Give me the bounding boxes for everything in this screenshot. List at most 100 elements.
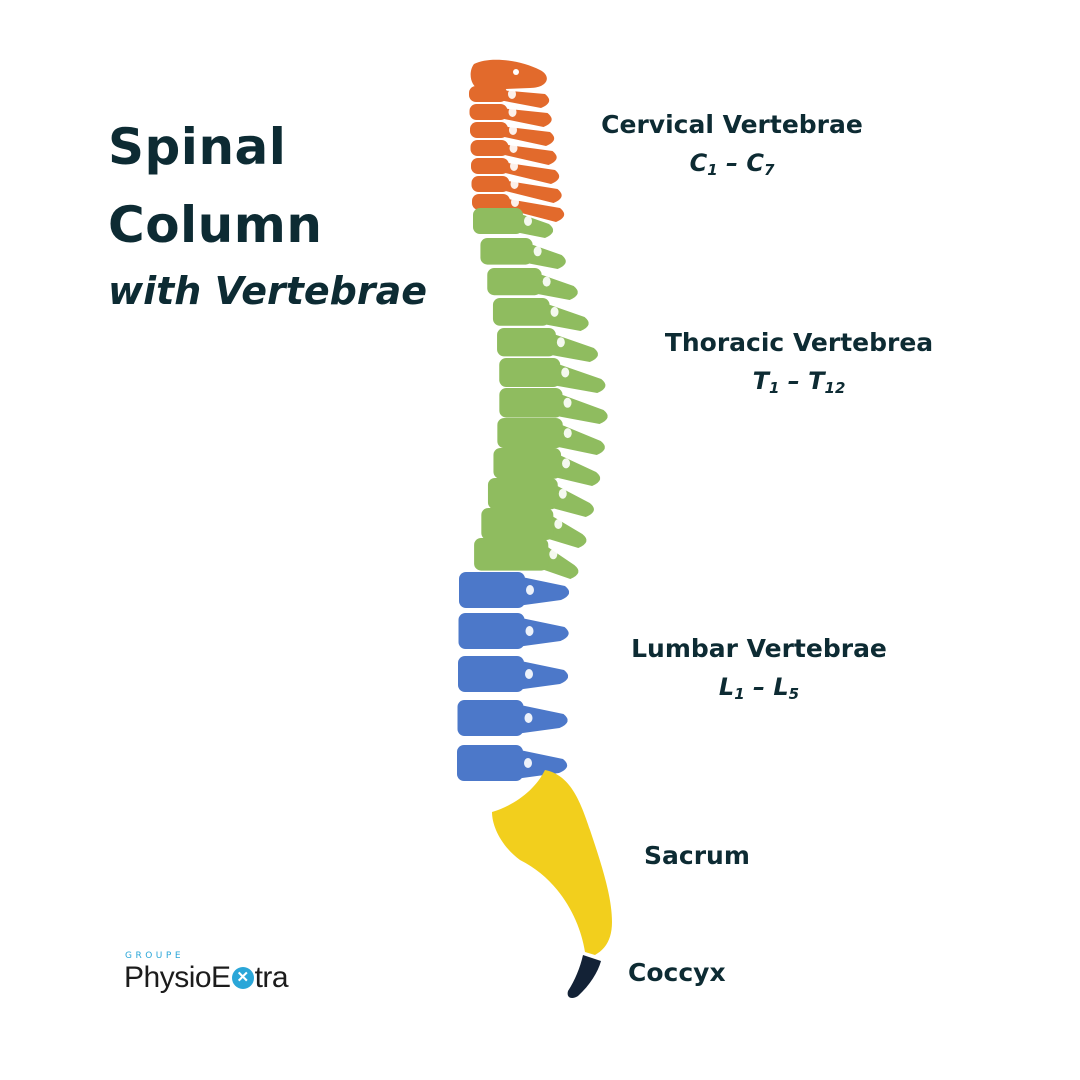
label-lumbar: Lumbar Vertebrae L1 – L5 bbox=[628, 634, 890, 709]
title-line-2: Column bbox=[108, 196, 323, 254]
vertebra-foramen bbox=[556, 337, 565, 348]
region-name: Sacrum bbox=[644, 841, 750, 870]
vertebra-process bbox=[516, 617, 569, 647]
vertebra-body bbox=[470, 140, 509, 156]
logo-brand: PhysioE✕tra bbox=[124, 961, 289, 994]
thoracic-vertebra bbox=[499, 358, 606, 393]
x-circle-icon: ✕ bbox=[231, 967, 254, 989]
vertebra-body bbox=[469, 86, 507, 102]
vertebra-foramen bbox=[550, 306, 559, 317]
vertebra-body bbox=[469, 104, 508, 120]
vertebra-body bbox=[497, 418, 563, 449]
vertebra-process bbox=[515, 704, 568, 734]
vertebra-process bbox=[500, 126, 555, 146]
lumbar-vertebra bbox=[457, 745, 568, 781]
cervical-vertebra bbox=[471, 158, 560, 184]
vertebra-process bbox=[515, 749, 568, 779]
vertebra-body bbox=[471, 158, 509, 174]
region-name: Thoracic Vertebrea bbox=[664, 328, 934, 357]
cervical-vertebra bbox=[472, 194, 565, 222]
thoracic-vertebra bbox=[499, 388, 608, 424]
vertebra-foramen bbox=[509, 143, 518, 153]
cervical-vertebra bbox=[469, 86, 550, 108]
lumbar-section bbox=[457, 572, 570, 781]
logo-brand-part2: tra bbox=[254, 961, 289, 994]
vertebra-foramen bbox=[526, 585, 534, 595]
atlas-shape bbox=[470, 59, 547, 90]
vertebra-foramen bbox=[525, 669, 533, 679]
logo-brand-part1: PhysioE bbox=[124, 961, 231, 994]
vertebra-body bbox=[492, 298, 550, 326]
thoracic-vertebra bbox=[487, 478, 594, 517]
vertebra-body bbox=[480, 238, 533, 265]
vertebra-process bbox=[500, 144, 557, 165]
region-range: C1 – C7 bbox=[689, 149, 775, 179]
label-thoracic: Thoracic Vertebrea T1 – T12 bbox=[660, 328, 938, 403]
label-sacrum: Sacrum bbox=[644, 841, 750, 871]
vertebra-foramen bbox=[524, 758, 532, 768]
title-line-1: Spinal bbox=[108, 118, 287, 176]
vertebra-foramen bbox=[558, 488, 567, 499]
vertebra-foramen bbox=[549, 549, 558, 560]
vertebra-foramen bbox=[562, 458, 571, 469]
vertebra-process bbox=[540, 542, 579, 579]
physioextra-logo: GROUPE PhysioE✕tra bbox=[124, 950, 289, 994]
label-cervical: Cervical Vertebrae C1 – C7 bbox=[596, 110, 868, 185]
vertebra-body bbox=[472, 194, 510, 210]
cervical-vertebra bbox=[469, 104, 552, 127]
thoracic-vertebra bbox=[480, 238, 566, 269]
vertebra-body bbox=[459, 572, 525, 608]
vertebra-process bbox=[517, 576, 570, 606]
vertebra-foramen bbox=[554, 519, 563, 529]
atlas-foramen bbox=[513, 69, 519, 75]
title-block: Spinal Column with Vertebrae bbox=[108, 108, 427, 316]
vertebra-foramen bbox=[511, 197, 519, 207]
logo-groupe-text: GROUPE bbox=[125, 951, 185, 961]
vertebra-body bbox=[499, 388, 563, 418]
vertebra-body bbox=[497, 328, 556, 357]
cervical-vertebra bbox=[470, 122, 555, 146]
lumbar-vertebra bbox=[458, 613, 569, 649]
vertebra-foramen bbox=[524, 216, 532, 226]
vertebra-body bbox=[493, 448, 562, 479]
lumbar-vertebra bbox=[459, 572, 570, 608]
thoracic-vertebra bbox=[487, 268, 578, 300]
vertebra-body bbox=[473, 208, 523, 234]
coccyx-shape bbox=[567, 955, 601, 999]
vertebra-foramen bbox=[533, 246, 542, 257]
vertebra-body bbox=[457, 745, 523, 781]
vertebra-body bbox=[481, 508, 554, 540]
lumbar-vertebra bbox=[458, 656, 569, 692]
thoracic-vertebra bbox=[473, 208, 554, 238]
thoracic-vertebra bbox=[493, 448, 601, 486]
lumbar-vertebra bbox=[457, 700, 568, 736]
vertebra-foramen bbox=[563, 397, 572, 408]
vertebra-body bbox=[470, 122, 508, 138]
thoracic-vertebra bbox=[481, 508, 587, 548]
vertebra-foramen bbox=[508, 107, 517, 117]
vertebra-foramen bbox=[510, 179, 519, 189]
thoracic-section bbox=[473, 208, 608, 579]
vertebra-body bbox=[487, 478, 558, 510]
vertebra-foramen bbox=[563, 428, 572, 439]
region-name: Lumbar Vertebrae bbox=[631, 634, 887, 663]
thoracic-vertebra bbox=[497, 328, 599, 362]
sacrum-shape bbox=[492, 770, 612, 955]
vertebra-body bbox=[458, 656, 524, 692]
region-name: Coccyx bbox=[628, 958, 726, 987]
cervical-section bbox=[469, 59, 565, 222]
vertebra-foramen bbox=[542, 276, 551, 287]
cervical-vertebra bbox=[470, 140, 557, 165]
vertebra-foramen bbox=[525, 626, 534, 636]
vertebra-process bbox=[516, 660, 569, 690]
cervical-vertebra bbox=[471, 176, 562, 203]
vertebra-foramen bbox=[509, 125, 517, 135]
vertebra-body bbox=[487, 268, 542, 296]
label-coccyx: Coccyx bbox=[628, 958, 726, 988]
thoracic-vertebra bbox=[492, 298, 589, 331]
vertebra-body bbox=[458, 613, 525, 649]
region-name: Cervical Vertebrae bbox=[601, 110, 863, 139]
vertebra-foramen bbox=[561, 367, 570, 378]
vertebra-body bbox=[499, 358, 561, 387]
